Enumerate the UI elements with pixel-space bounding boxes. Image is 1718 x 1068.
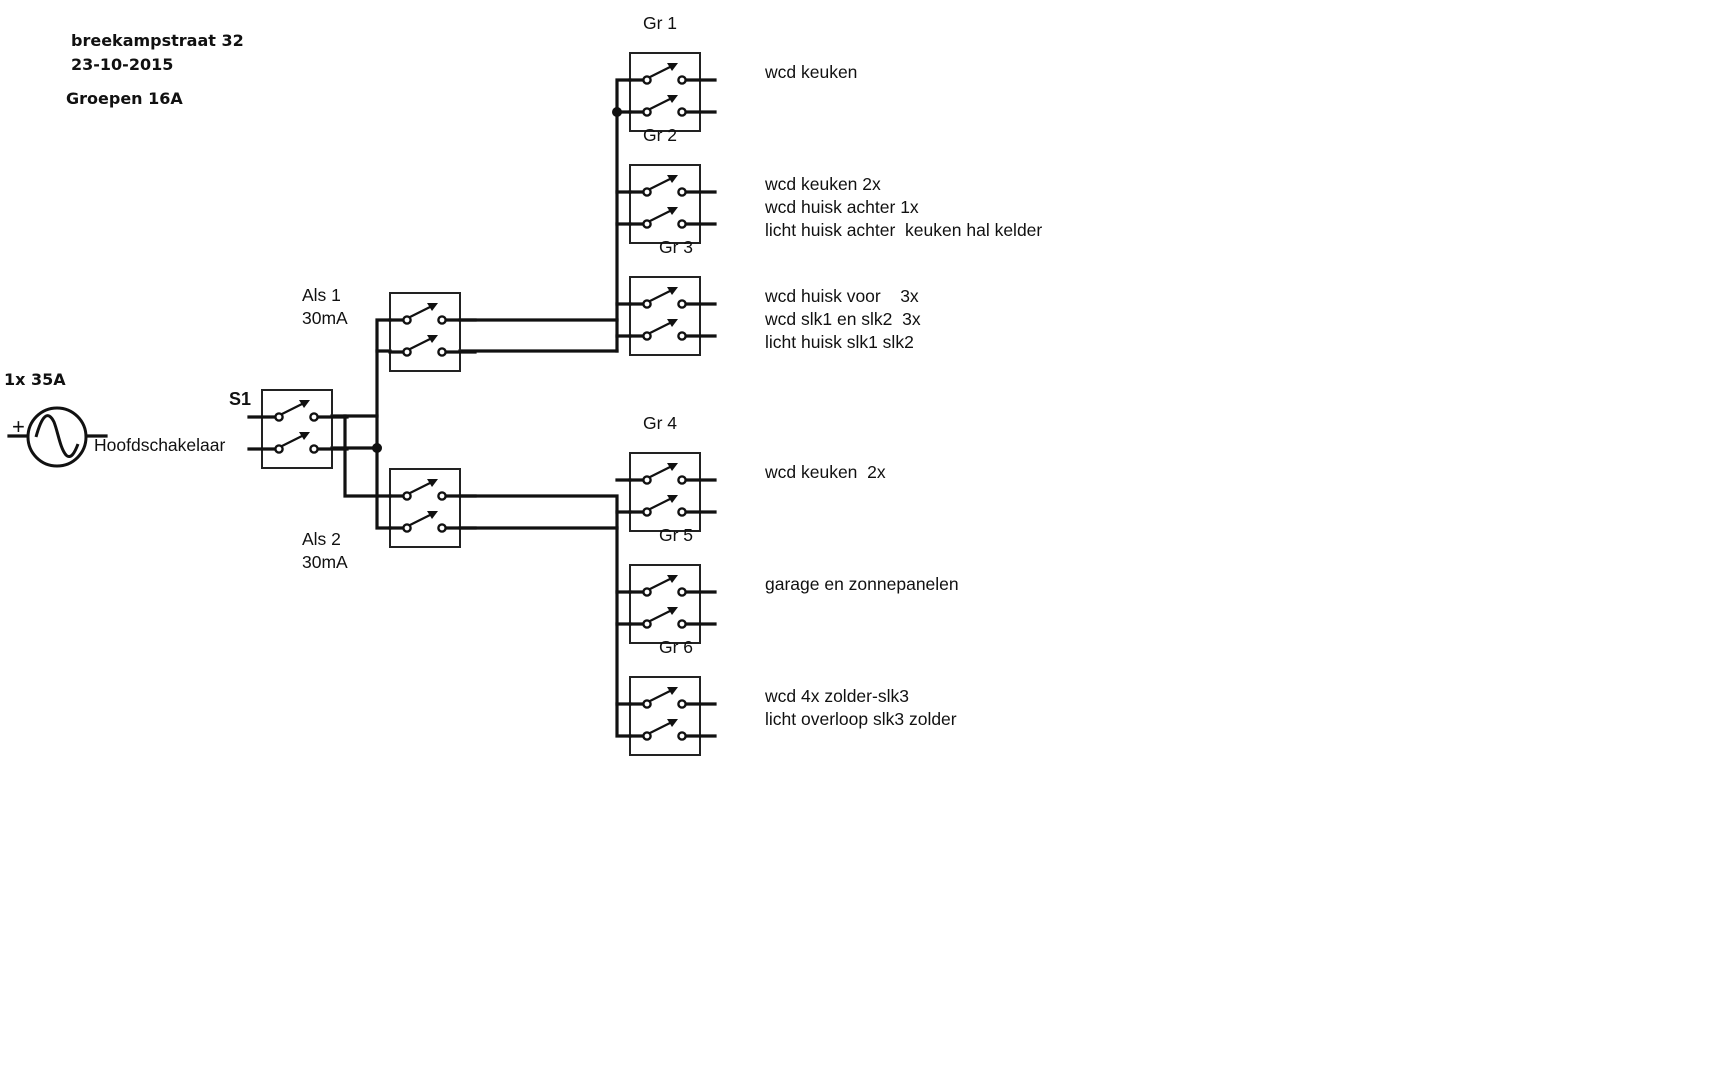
group-load-text: wcd keuken 2x bbox=[764, 462, 886, 482]
distribution-wiring bbox=[330, 78, 632, 738]
group-load-text: licht overloop slk3 zolder bbox=[765, 709, 957, 729]
rcd-1-switch bbox=[388, 292, 477, 372]
group-breaker-2 bbox=[628, 164, 717, 244]
group-load-text: wcd slk1 en slk2 3x bbox=[764, 309, 921, 329]
group-label: Gr 4 bbox=[643, 413, 677, 433]
groups-rating-label: Groepen 16A bbox=[66, 89, 183, 108]
group-label: Gr 1 bbox=[643, 13, 677, 33]
group-load-text: licht huisk achter keuken hal kelder bbox=[765, 220, 1042, 240]
rcd2-id: Als 2 bbox=[302, 529, 341, 549]
supply-rating-label: 1x 35A bbox=[4, 370, 66, 389]
address-label: breekampstraat 32 bbox=[71, 31, 244, 50]
date-label: 23-10-2015 bbox=[71, 55, 173, 74]
rcd1-rating: 30mA bbox=[302, 308, 348, 328]
rcd1-id: Als 1 bbox=[302, 285, 341, 305]
group-label: Gr 5 bbox=[659, 525, 693, 545]
rcd2-rating: 30mA bbox=[302, 552, 348, 572]
group-breaker-1 bbox=[628, 52, 717, 132]
main-switch-id: S1 bbox=[229, 389, 251, 409]
group-load-text: wcd keuken 2x bbox=[764, 174, 881, 194]
rcd-2-switch bbox=[388, 468, 477, 548]
group-breaker-3 bbox=[628, 276, 717, 356]
group-load-text: wcd huisk achter 1x bbox=[764, 197, 919, 217]
group-breaker-6 bbox=[628, 676, 717, 756]
group-breaker-4 bbox=[628, 452, 717, 532]
main-switch-s1 bbox=[247, 389, 349, 469]
group-label: Gr 3 bbox=[659, 237, 693, 257]
group-label: Gr 2 bbox=[643, 125, 677, 145]
group-breaker-5 bbox=[628, 564, 717, 644]
group-load-text: licht huisk slk1 slk2 bbox=[765, 332, 914, 352]
main-switch-label: Hoofdschakelaar bbox=[94, 435, 225, 455]
ac-source-icon bbox=[7, 406, 108, 468]
group-load-text: wcd huisk voor 3x bbox=[764, 286, 919, 306]
group-load-text: garage en zonnepanelen bbox=[765, 574, 959, 594]
group-label: Gr 6 bbox=[659, 637, 693, 657]
junction-dot bbox=[372, 443, 382, 453]
group-load-text: wcd 4x zolder-slk3 bbox=[764, 686, 909, 706]
group-load-text: wcd keuken bbox=[764, 62, 857, 82]
plus-polarity-label: + bbox=[12, 414, 25, 439]
